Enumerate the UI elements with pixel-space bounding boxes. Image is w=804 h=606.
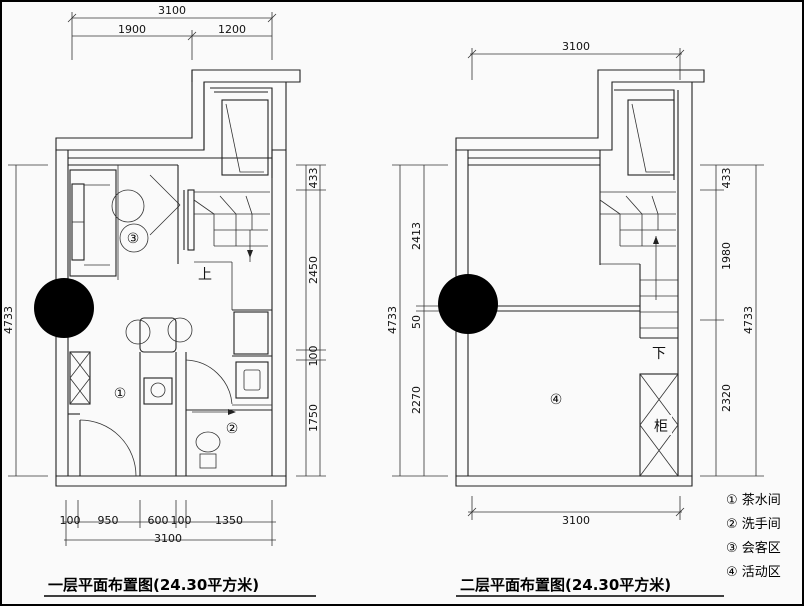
f1-bottom-dim-600: 600 [148,514,169,527]
f2-left-total-dim: 4733 [386,306,399,334]
legend-item-washroom: ② 洗手间 [726,517,781,532]
f1-top-right-dim: 1200 [218,23,246,36]
f2-bottom-total-dim: 3100 [562,514,590,527]
f1-room1-marker: ① [114,386,127,402]
f1-bottom-total-dim: 3100 [154,532,182,545]
f1-black-dot [34,278,94,338]
f2-right-dim-1980: 1980 [720,242,733,270]
f2-right-dim-2320: 2320 [720,384,733,412]
f1-bottom-dim-1350: 1350 [215,514,243,527]
f1-room2-marker: ② [226,421,239,437]
f1-top-left-dim: 1900 [118,23,146,36]
f1-top-total-dim: 3100 [158,4,186,17]
f1-bottom-dim-950: 950 [98,514,119,527]
floor2-plan: 3100 下 [386,40,764,597]
f1-right-dim-1750: 1750 [307,404,320,432]
legend-item-activity: ④ 活动区 [726,565,781,580]
f1-stair-up-label: 上 [198,267,212,283]
legend-item-reception: ③ 会客区 [726,540,781,556]
f2-stair-down-label: 下 [652,346,666,362]
f2-right-total-dim: 4733 [742,306,755,334]
f2-cabinet-label: 柜 [654,419,668,435]
f1-right-dim-433: 433 [307,168,320,189]
f2-left-dim-50: 50 [410,315,423,329]
floor1-plan: 3100 1900 1200 ③ [2,4,326,597]
f1-bottom-dim-100a: 100 [60,514,81,527]
f2-left-dim-2413: 2413 [410,222,423,250]
f1-left-total-dim: 4733 [2,306,15,334]
f1-title: 一层平面布置图(24.30平方米) [48,576,259,594]
f2-left-dim-2270: 2270 [410,386,423,414]
f1-right-dim-2450: 2450 [307,256,320,284]
f1-room3-marker: ③ [127,231,140,247]
legend: ① 茶水间 ② 洗手间 ③ 会客区 ④ 活动区 [726,492,781,580]
legend-item-tea-room: ① 茶水间 [726,492,781,508]
f1-right-dim-100: 100 [307,346,320,367]
f2-room4-marker: ④ [550,392,563,408]
f2-title: 二层平面布置图(24.30平方米) [460,576,671,594]
f2-right-dim-433: 433 [720,168,733,189]
f1-bottom-dim-100b: 100 [171,514,192,527]
f2-top-total-dim: 3100 [562,40,590,53]
f2-black-dot [438,274,498,334]
